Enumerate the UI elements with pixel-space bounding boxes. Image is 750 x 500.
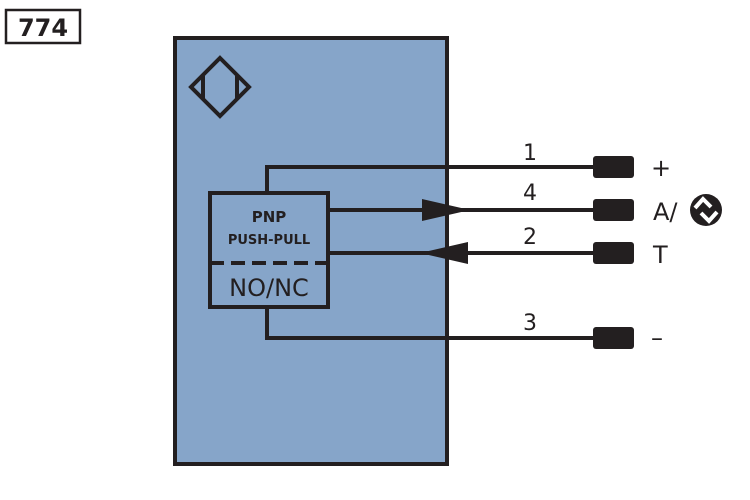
arrow-in-icon (420, 242, 468, 264)
pin-function: T (652, 241, 668, 269)
contact-type-label: NO/NC (229, 274, 309, 302)
output-mode-label: PUSH-PULL (228, 233, 310, 248)
wire-pin-2: 2 T (328, 225, 668, 269)
diagram-id-label: 774 (4, 8, 82, 45)
wire-pin-3: 3 – (265, 307, 663, 352)
pin-number: 1 (523, 141, 537, 166)
switching-output-io-link-icon (690, 194, 722, 226)
pin-number: 3 (523, 311, 537, 336)
pin-function: – (651, 324, 663, 352)
wire-pin-1: 1 + (265, 141, 671, 193)
arrow-out-icon (422, 199, 470, 221)
output-block: PNP PUSH-PULL NO/NC (208, 191, 330, 309)
pin-function: + (651, 154, 671, 182)
wire-pin-4: 4 A/ (328, 181, 722, 226)
inductive-sensor-diamond-icon (188, 55, 252, 119)
pin-number: 2 (523, 225, 537, 250)
terminal-connector (593, 242, 634, 264)
output-type-label: PNP (252, 208, 287, 226)
terminal-connector (593, 156, 634, 178)
terminal-connector (593, 327, 634, 349)
diagram-id-text: 774 (18, 14, 68, 42)
pin-number: 4 (523, 181, 537, 206)
terminal-connector (593, 199, 634, 221)
pin-function: A/ (653, 198, 678, 226)
